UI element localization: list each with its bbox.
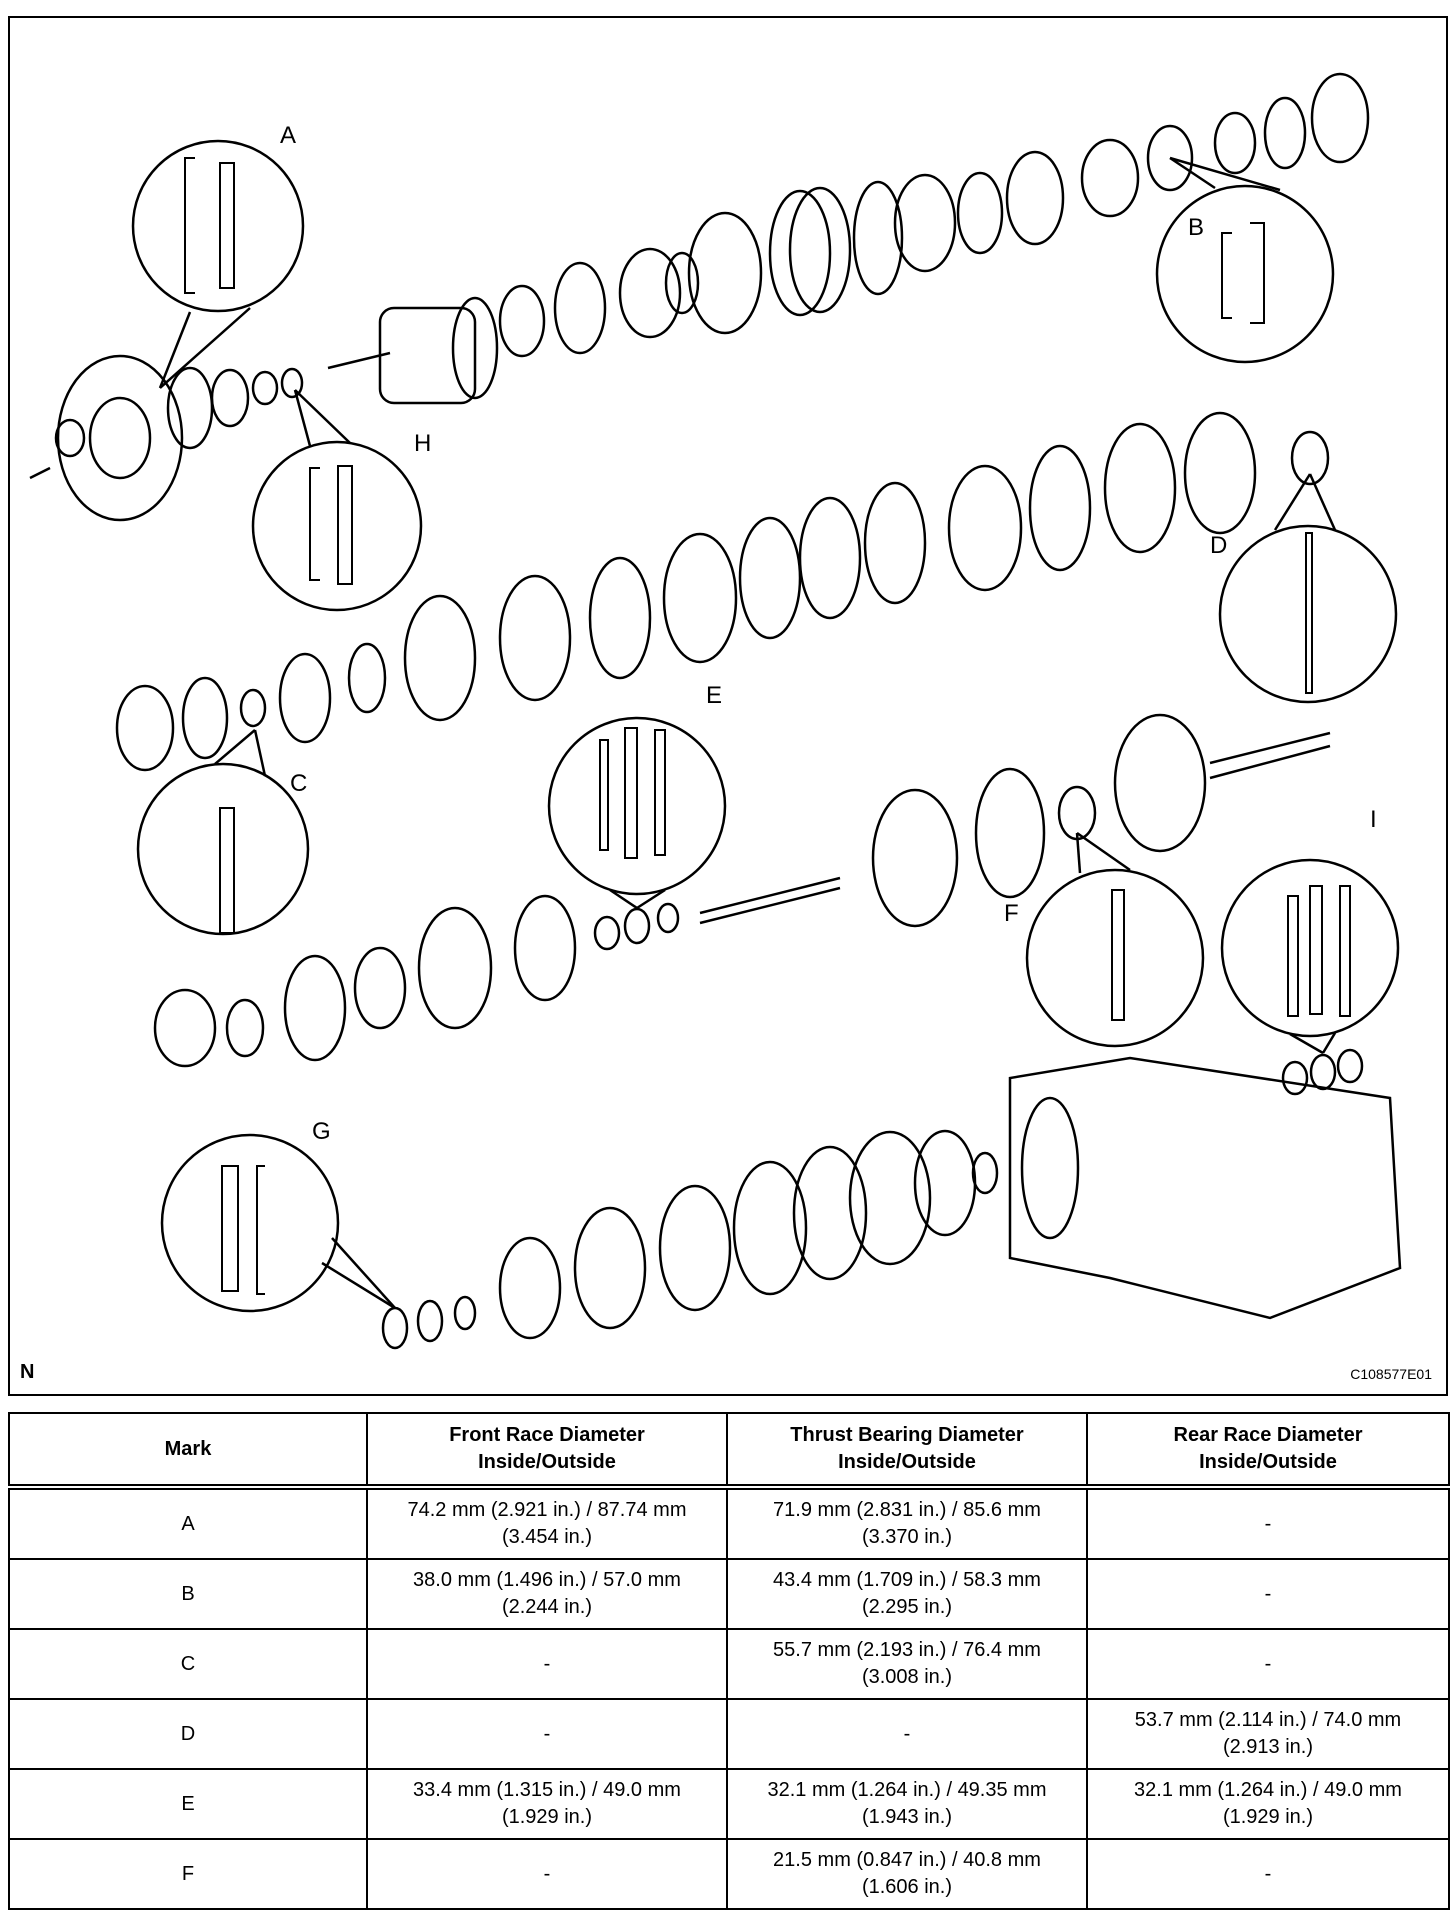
callout-C: C xyxy=(290,770,308,797)
header-front-race-text: Front Race Diameter Inside/Outside xyxy=(449,1424,645,1473)
callout-G: G xyxy=(312,1118,331,1145)
table-row: F - 21.5 mm (0.847 in.) / 40.8 mm (1.606… xyxy=(8,1838,1450,1910)
cell-mark: F xyxy=(8,1838,368,1910)
view-letter: N xyxy=(20,1361,35,1383)
cell-rear-race: 32.1 mm (1.264 in.) / 49.0 mm (1.929 in.… xyxy=(1086,1768,1450,1840)
header-thrust-bearing-text: Thrust Bearing Diameter Inside/Outside xyxy=(790,1424,1024,1473)
detail-circles xyxy=(131,139,1400,1313)
cell-thrust-bearing: 43.4 mm (1.709 in.) / 58.3 mm (2.295 in.… xyxy=(726,1558,1088,1630)
header-rear-race: Rear Race Diameter Inside/Outside xyxy=(1086,1412,1450,1488)
callout-F: F xyxy=(1004,900,1019,927)
diagram-drawing xyxy=(29,72,1402,1350)
row1-parts xyxy=(29,72,1370,522)
figure-code: C108577E01 xyxy=(1350,1366,1432,1382)
header-rear-race-text: Rear Race Diameter Inside/Outside xyxy=(1173,1424,1363,1473)
cell-mark: B xyxy=(8,1558,368,1630)
header-front-race: Front Race Diameter Inside/Outside xyxy=(366,1412,728,1488)
cell-mark: A xyxy=(8,1486,368,1560)
row2-parts xyxy=(115,411,1330,772)
cell-mark: C xyxy=(8,1628,368,1700)
cell-rear-race: - xyxy=(1086,1558,1450,1630)
cell-mark: E xyxy=(8,1768,368,1840)
cell-rear-race: - xyxy=(1086,1486,1450,1560)
cell-front-race: 74.2 mm (2.921 in.) / 87.74 mm (3.454 in… xyxy=(366,1486,728,1560)
row4-parts xyxy=(381,1048,1402,1350)
cell-rear-race: 53.7 mm (2.114 in.) / 74.0 mm (2.913 in.… xyxy=(1086,1698,1450,1770)
row3-parts xyxy=(153,713,1331,1068)
cell-mark: D xyxy=(8,1698,368,1770)
cell-thrust-bearing: 21.5 mm (0.847 in.) / 40.8 mm (1.606 in.… xyxy=(726,1838,1088,1910)
cell-front-race: - xyxy=(366,1628,728,1700)
cell-thrust-bearing: 55.7 mm (2.193 in.) / 76.4 mm (3.008 in.… xyxy=(726,1628,1088,1700)
cell-rear-race: - xyxy=(1086,1838,1450,1910)
callout-A: A xyxy=(280,122,297,149)
callout-I: I xyxy=(1370,806,1377,833)
race-diameter-table: Mark Front Race Diameter Inside/Outside … xyxy=(8,1412,1450,1910)
race-profiles xyxy=(184,157,1351,1295)
table-row: B 38.0 mm (1.496 in.) / 57.0 mm (2.244 i… xyxy=(8,1558,1450,1630)
cell-rear-race: - xyxy=(1086,1628,1450,1700)
cell-thrust-bearing: 71.9 mm (2.831 in.) / 85.6 mm (3.370 in.… xyxy=(726,1486,1088,1560)
table-row: D - - 53.7 mm (2.114 in.) / 74.0 mm (2.9… xyxy=(8,1698,1450,1770)
callout-H: H xyxy=(414,430,432,457)
cell-front-race: 38.0 mm (1.496 in.) / 57.0 mm (2.244 in.… xyxy=(366,1558,728,1630)
cell-front-race: 33.4 mm (1.315 in.) / 49.0 mm (1.929 in.… xyxy=(366,1768,728,1840)
cell-front-race: - xyxy=(366,1698,728,1770)
callout-B: B xyxy=(1188,214,1205,241)
cell-front-race: - xyxy=(366,1838,728,1910)
cell-thrust-bearing: 32.1 mm (1.264 in.) / 49.35 mm (1.943 in… xyxy=(726,1768,1088,1840)
header-thrust-bearing: Thrust Bearing Diameter Inside/Outside xyxy=(726,1412,1088,1488)
table-row: C - 55.7 mm (2.193 in.) / 76.4 mm (3.008… xyxy=(8,1628,1450,1700)
callout-D: D xyxy=(1210,532,1228,559)
callout-E: E xyxy=(706,682,723,709)
exploded-transmission-diagram: A B C D E F G H I N C108577E01 xyxy=(8,16,1448,1396)
table-row: A 74.2 mm (2.921 in.) / 87.74 mm (3.454 … xyxy=(8,1486,1450,1560)
table-row: E 33.4 mm (1.315 in.) / 49.0 mm (1.929 i… xyxy=(8,1768,1450,1840)
table-header-row: Mark Front Race Diameter Inside/Outside … xyxy=(8,1412,1450,1488)
header-mark: Mark xyxy=(8,1412,368,1488)
cell-thrust-bearing: - xyxy=(726,1698,1088,1770)
